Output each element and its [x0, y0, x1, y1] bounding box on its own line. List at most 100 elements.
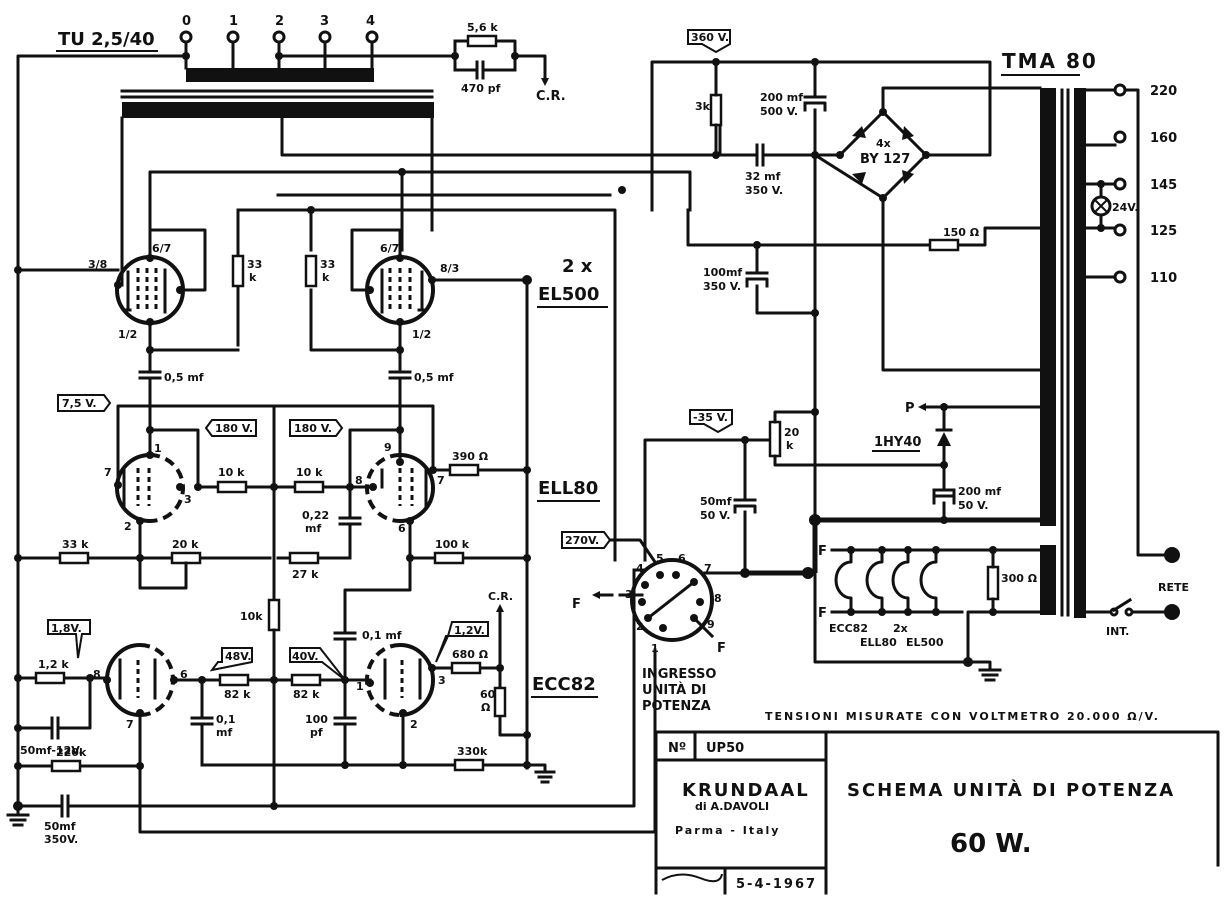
filament-label: F [818, 606, 827, 621]
resistor-value: 680 Ω [452, 648, 489, 661]
power-transformer: TMA 80 24V. 220 160 145 125 110 RETE INT… [1001, 49, 1189, 638]
cap-value: 350 V. [703, 280, 741, 293]
resistor-680 [450, 661, 482, 675]
diode-icon [902, 170, 914, 184]
cap-value: 50mf [700, 495, 732, 508]
output-tube-left: 3/8 6/7 1/2 [14, 228, 240, 354]
output-tube-label: EL500 [538, 284, 599, 305]
resistor-3k [709, 93, 723, 127]
company-sub: di A.DAVOLI [695, 800, 769, 813]
input-tube-label: ECC82 [532, 674, 596, 695]
mains-label: RETE [1158, 581, 1189, 594]
pot-20k [768, 420, 782, 458]
number-label: Nº [668, 741, 686, 756]
voltage-tag-text: 360 V. [691, 31, 729, 44]
resistor-33k [231, 254, 245, 288]
voltage-tag [689, 409, 733, 434]
voltage-tag-text: 1,8V. [51, 622, 82, 635]
pin-label: 6/7 [380, 242, 399, 255]
pin-label: 3 [184, 493, 192, 506]
output-tube-right: 6/7 8/3 1/2 [309, 228, 532, 770]
resistor-10k [267, 598, 281, 632]
resistor-value: 300 Ω [1001, 572, 1038, 585]
resistor-value: 60 [480, 688, 496, 701]
pin-label: 3/8 [88, 258, 107, 271]
resistor-value: 3k [695, 100, 711, 113]
rectifier-label: BY 127 [860, 152, 910, 167]
output-tube-count: 2 x [562, 256, 593, 277]
title-block: TENSIONI MISURATE CON VOLTMETRO 20.000 Ω… [654, 710, 1220, 895]
resistor-10k [293, 480, 325, 494]
resistor-220k [50, 759, 82, 773]
resistor-value: 10k [240, 610, 263, 623]
lamp-label: 24V. [1112, 201, 1139, 214]
resistor-value: 27 k [292, 568, 319, 581]
resistor-value: 82 k [293, 688, 320, 701]
resistor-value: 220k [56, 746, 87, 759]
heater-label: EL500 [906, 636, 944, 649]
driver-stage: 7,5 V. 180 V. 180 V. 1 7 3 2 [14, 394, 600, 627]
cap-value: 0,1 [216, 713, 236, 726]
resistor-value: 150 Ω [943, 226, 980, 239]
filament-label: F [717, 641, 726, 656]
resistor-value: Ω [481, 701, 491, 714]
cap-value: 200 mf [958, 485, 1001, 498]
tap-label: 110 [1150, 271, 1177, 286]
pin-label: 9 [707, 618, 715, 631]
tap-label: 1 [229, 14, 238, 29]
voltage-tag [204, 419, 257, 437]
voltage-tag [47, 619, 91, 659]
resistor-100k [433, 551, 465, 565]
power-rating: 60 W. [950, 829, 1032, 859]
resistor-value: 20 [784, 426, 800, 439]
hum-pot [986, 565, 1000, 601]
pin-label: 8 [93, 668, 101, 681]
heater-label: ECC82 [829, 622, 868, 635]
cap-value: mf [305, 522, 321, 535]
resistor-390 [448, 463, 480, 477]
pin-label: 8 [355, 474, 363, 487]
voltage-tag [209, 647, 253, 672]
resistor-value: 330k [457, 745, 488, 758]
mains-terminal [1164, 604, 1180, 620]
pin-label: 4 [636, 562, 644, 575]
cap-value: 500 V. [760, 105, 798, 118]
pin-label: 2 [124, 520, 132, 533]
ground-icon [6, 804, 30, 827]
tap-label: 220 [1150, 84, 1177, 99]
resistor-value: 10 k [296, 466, 323, 479]
input-connector: 270V. 2 1 3 4 5 6 7 8 9 F F INGRESSO UNI… [561, 531, 747, 714]
cap-value: 50mf-12V. [20, 744, 83, 757]
tap-labels: 0 1 2 3 4 [182, 14, 375, 29]
pin-label: 1/2 [412, 328, 431, 341]
measurement-note: TENSIONI MISURATE CON VOLTMETRO 20.000 Ω… [765, 710, 1160, 723]
company-name: KRUNDAAL [682, 780, 810, 801]
voltage-tag-text: 1,2V. [454, 624, 485, 637]
output-transformer: TU 2,5/40 0 1 2 3 4 5,6 k 470 pf [16, 14, 566, 805]
company-location: Parma - Italy [675, 824, 780, 837]
tap-label: 2 [275, 14, 284, 29]
feedback-resistor [466, 34, 498, 48]
pin-label: 6 [678, 552, 686, 565]
voltage-tag-text: 48V. [225, 650, 252, 663]
p-label: P [905, 401, 915, 416]
resistor-1k2 [34, 671, 66, 685]
pin-label: 6 [398, 522, 406, 535]
resistor-10k [216, 480, 248, 494]
cap-value: 350V. [44, 833, 78, 846]
resistor-value: 82 k [224, 688, 251, 701]
voltage-tag [289, 419, 344, 437]
cap-value: 0,5 mf [414, 371, 454, 384]
voltage-tag [687, 29, 731, 54]
voltage-tag-text: -35 V. [693, 411, 728, 424]
pin-label: 7 [704, 562, 712, 575]
pin-label: 7 [104, 466, 112, 479]
connector-caption: INGRESSO [642, 667, 716, 682]
diode-icon [937, 432, 951, 446]
input-stage: 10k 0,1 mf 1,8V. 48V. 40V. 1,2V. 8 6 7 1… [6, 568, 657, 846]
diode-icon [902, 126, 914, 140]
resistor-27k [288, 551, 320, 565]
voltage-tag [57, 394, 112, 412]
voltage-tag [435, 621, 489, 663]
resistor-value: 33 [247, 258, 262, 271]
